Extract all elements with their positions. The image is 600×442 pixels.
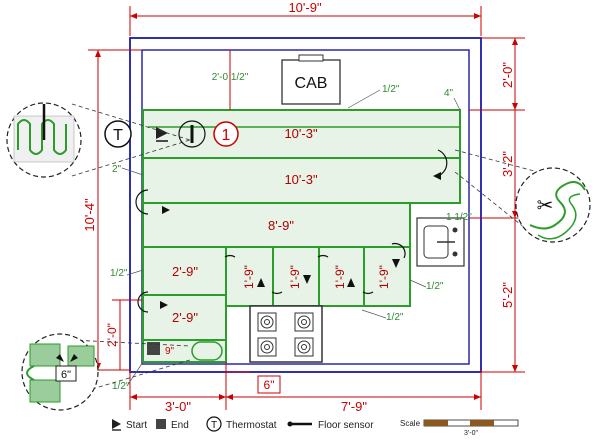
- scale-label: Scale: [400, 419, 421, 428]
- detail-mat: [67, 345, 95, 367]
- run-number-badge: [213, 121, 239, 147]
- stove-burners: [257, 312, 314, 357]
- end-icon: [147, 342, 160, 355]
- scale-value: 3'-0": [464, 430, 478, 437]
- thermostat-letter: T: [113, 127, 123, 144]
- legend-end-label: End: [171, 420, 189, 431]
- legend-floor-sensor-label: Floor sensor: [318, 420, 374, 431]
- arrow-icon: [70, 354, 78, 362]
- detail-mat: [29, 379, 61, 403]
- six-inch-box: [55, 365, 77, 382]
- dim-left-bottom: 2'-0": [105, 323, 119, 347]
- legend-start-label: Start: [126, 420, 147, 431]
- scissors-icon: ✂: [537, 193, 554, 217]
- dim-right-top: 2'-0": [500, 62, 515, 88]
- dim-arrow: [95, 50, 101, 57]
- sensor-circle: [178, 120, 206, 148]
- column-label: 1'-9": [288, 265, 302, 289]
- dim-bottom-right: 7'-9": [341, 399, 367, 414]
- cabinet-top: [298, 54, 324, 62]
- one-half-label: 1 1/2": [446, 212, 472, 223]
- two-inch-label: 2": [112, 164, 122, 175]
- turn-arc: [391, 242, 406, 259]
- detail-mat: [29, 343, 61, 367]
- cabinet: [281, 59, 341, 105]
- turn-arc: [317, 254, 329, 258]
- arrow-icon: [347, 278, 355, 287]
- dim-arrow: [512, 38, 518, 45]
- arrow-icon: [257, 278, 265, 287]
- dim-left-height: 10'-4": [82, 198, 97, 232]
- half-inch-label: 1/2": [386, 312, 404, 323]
- cabinet-label: CAB: [295, 75, 328, 92]
- faucet-icon: [452, 227, 458, 233]
- nine-inch-label: 9": [165, 346, 175, 357]
- half-inch-label: 1/2": [426, 281, 444, 292]
- turn-arc: [224, 254, 236, 258]
- run-number: 1: [222, 127, 231, 144]
- heating-cable-icon: [537, 193, 581, 240]
- column-label: 1'-9": [377, 265, 391, 289]
- detail-callout: [515, 167, 591, 243]
- dim-right-mid: 3'-2": [500, 151, 515, 177]
- turn-arc: [137, 291, 149, 313]
- outer-wall: [129, 37, 482, 373]
- arrow-icon: [162, 206, 170, 214]
- column-label: 1'-9": [333, 265, 347, 289]
- start-icon: [156, 127, 168, 139]
- dim-arrow: [512, 103, 518, 110]
- callout-leader: [71, 339, 191, 347]
- dim-arrow: [226, 394, 233, 400]
- run-label: 10'-3": [284, 126, 318, 141]
- faucet-icon: [452, 251, 458, 257]
- dim-arrow: [130, 13, 137, 19]
- callout-leader: [454, 171, 531, 233]
- half-inch-label: 1/2": [382, 84, 400, 95]
- turn-arc: [362, 291, 374, 295]
- legend-end-icon: [156, 419, 166, 429]
- end-loop: [191, 341, 223, 361]
- heating-cable-icon: [26, 365, 35, 381]
- arrow-icon: [303, 275, 311, 284]
- cab-offset-label: 2'-0 1/2": [212, 72, 249, 83]
- heating-cable-icon: [529, 181, 586, 230]
- dim-arrow: [474, 13, 481, 19]
- turn-arc: [437, 149, 448, 177]
- legend-thermostat-label: Thermostat: [226, 420, 277, 431]
- dim-right-bottom: 5'-2": [500, 282, 515, 308]
- six-inch-box: [257, 375, 281, 394]
- arrow-icon: [433, 172, 441, 180]
- dim-top-width: 10'-9": [288, 0, 322, 15]
- svg-text:T: T: [211, 420, 217, 431]
- thermostat-icon: [104, 120, 132, 148]
- four-inch-label: 4": [444, 88, 454, 99]
- legend-thermostat-icon: [206, 416, 222, 432]
- run-label: 2'-9": [172, 264, 198, 279]
- heating-mat-area: [142, 109, 461, 363]
- run-label: 2'-9": [172, 310, 198, 325]
- six-inch-label: 6": [61, 369, 71, 381]
- run-label: 10'-3": [284, 172, 318, 187]
- arrow-icon: [160, 301, 168, 309]
- dim-arrow: [474, 394, 481, 400]
- arrow-icon: [392, 259, 400, 268]
- dim-arrow: [512, 365, 518, 372]
- turn-arc: [135, 189, 149, 215]
- dim-bottom-left: 3'-0": [165, 399, 191, 414]
- half-inch-label: 1/2": [112, 381, 130, 392]
- dim-bottom-gap: 6": [264, 378, 275, 392]
- run-label: 8'-9": [268, 218, 294, 233]
- callout-leader: [454, 149, 539, 173]
- dim-arrow: [130, 394, 137, 400]
- half-inch-label: 1/2": [110, 268, 128, 279]
- column-label: 1'-9": [242, 265, 256, 289]
- legend-start-icon: [112, 419, 121, 429]
- turn-arc: [271, 291, 283, 295]
- heating-cable-icon: [17, 119, 67, 155]
- arrow-icon: [56, 354, 64, 362]
- dim-arrow: [219, 394, 226, 400]
